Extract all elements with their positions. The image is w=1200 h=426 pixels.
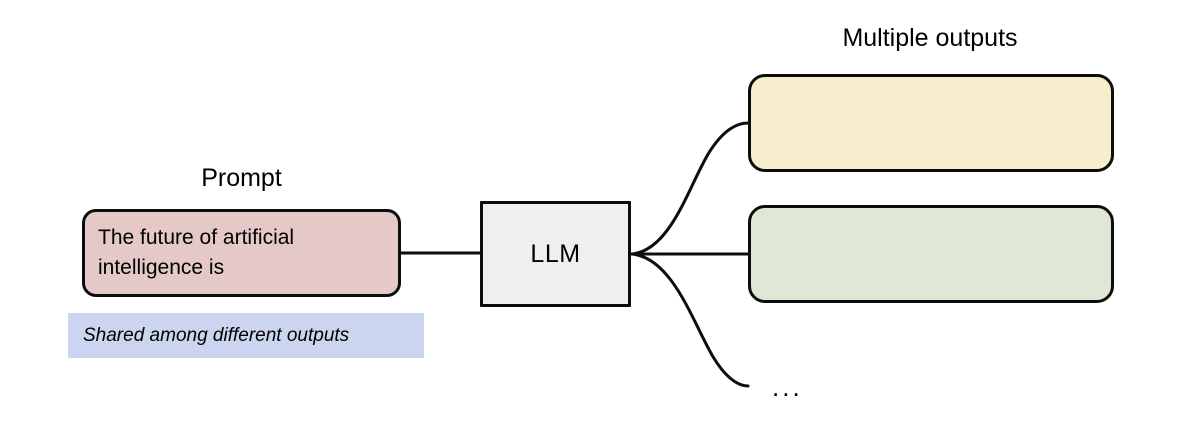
connector-llm-to-more-outputs [630,252,750,388]
connector-llm-to-output-1 [630,121,750,256]
prompt-text-line-2: intelligence is [98,256,225,279]
output-box-1[interactable] [748,74,1114,172]
output-box-2[interactable] [748,205,1114,303]
more-outputs-ellipsis: ... [772,372,803,402]
prompt-label: Prompt [201,164,282,192]
shared-note-band: Shared among different outputs [68,313,424,358]
prompt-box[interactable]: The future of artificial intelligence is [82,209,401,297]
prompt-text: The future of artificial intelligence is [98,223,390,283]
llm-box-label: LLM [530,239,581,268]
multiple-outputs-label: Multiple outputs [0,26,1200,51]
llm-box[interactable]: LLM [480,201,631,307]
shared-note-text: Shared among different outputs [83,324,350,346]
multiple-outputs-label-text: Multiple outputs [842,24,1018,52]
prompt-text-line-1: The future of artificial [98,226,295,249]
